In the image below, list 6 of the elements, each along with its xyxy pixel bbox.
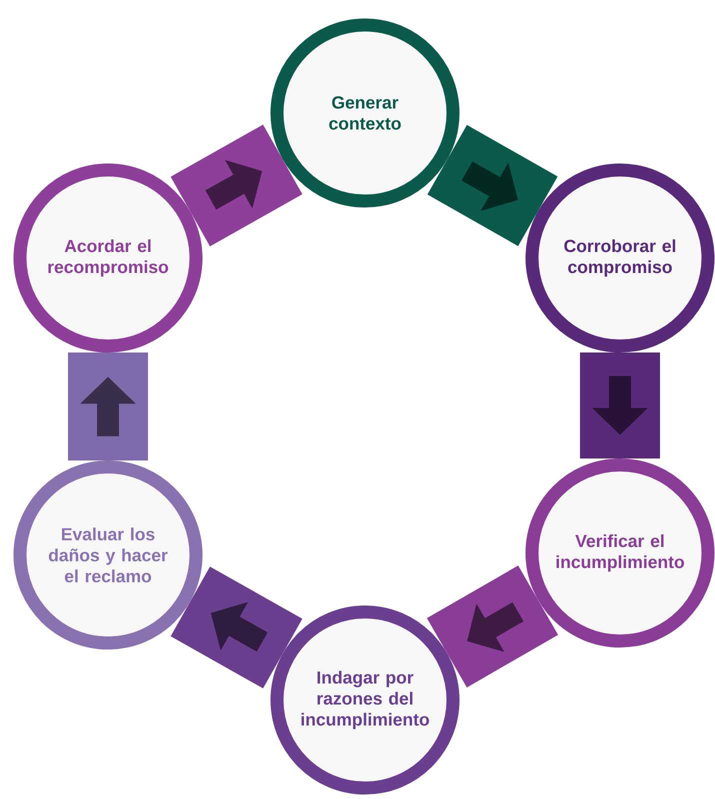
arrow bbox=[68, 352, 148, 460]
arrow bbox=[426, 566, 558, 688]
arrow bbox=[580, 352, 660, 458]
arrow bbox=[170, 566, 302, 688]
arrow bbox=[427, 124, 558, 246]
arrow bbox=[170, 124, 302, 246]
